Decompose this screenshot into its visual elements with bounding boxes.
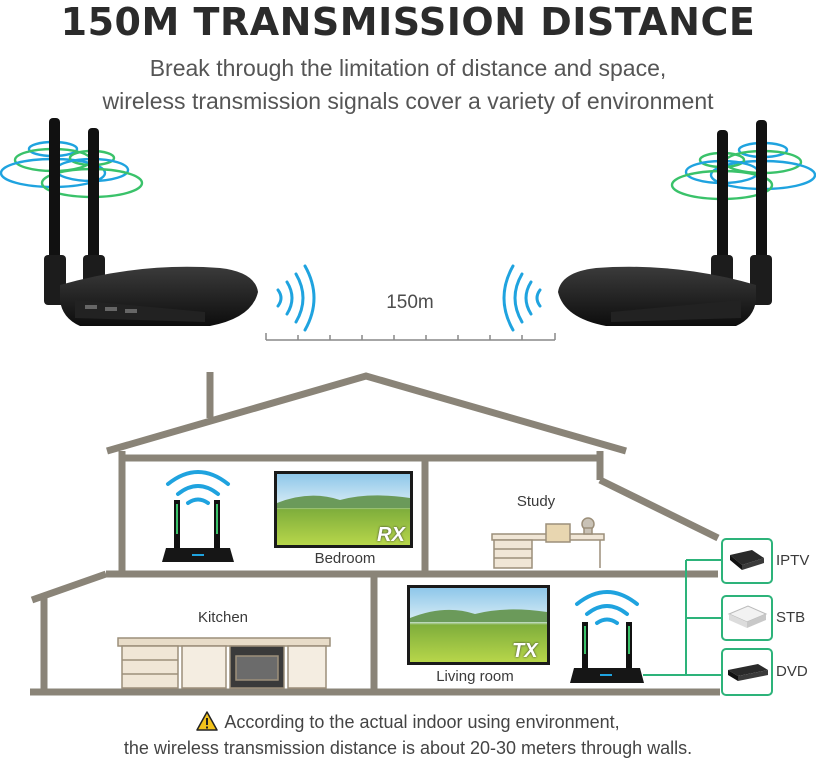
distance-label: 150m [386,292,434,313]
footnote-text-1: According to the actual indoor using env… [224,712,620,732]
rx-tag: RX [377,524,405,546]
page-title: 150M TRANSMISSION DISTANCE [60,0,756,44]
footnote-line-2: the wireless transmission distance is ab… [123,738,693,758]
stb-box-icon [721,595,773,641]
living-room-transmitter-icon [570,590,644,683]
left-transmitter-device [0,118,258,326]
living-room-tv-screen [407,585,550,665]
source-connectors [643,559,722,676]
subtitle-line-2: wireless transmission signals cover a va… [102,88,714,114]
bedroom-tv-screen [274,471,413,548]
right-receiver-device [558,120,816,326]
subtitle-line-1: Break through the limitation of distance… [149,55,667,81]
room-label-study: Study [516,493,556,510]
source-label-dvd: DVD [776,663,808,680]
right-wave-icon [502,264,542,332]
right-signal-rings-icon [670,141,816,201]
tx-tag: TX [512,640,538,662]
left-signal-rings-icon [0,140,144,199]
source-label-stb: STB [776,609,806,626]
footnote-line-1: According to the actual indoor using env… [0,710,816,734]
distance-ruler [265,333,556,341]
warning-icon [196,711,219,731]
room-label-bedroom: Bedroom [314,550,376,567]
bedroom-receiver-icon [162,470,234,562]
iptv-box-icon [721,538,773,584]
source-label-iptv: IPTV [776,552,810,569]
dvd-player-icon [721,648,773,696]
room-label-living-room: Living room [436,668,514,685]
left-wave-icon [276,264,316,332]
study-desk-icon [491,517,605,569]
room-label-kitchen: Kitchen [197,609,249,626]
house-outline [30,372,720,696]
kitchen-counter-icon [117,637,331,689]
